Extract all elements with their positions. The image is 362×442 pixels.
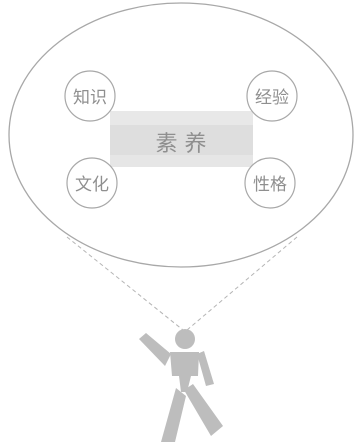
person-body xyxy=(170,352,199,392)
center-band xyxy=(110,111,253,167)
person-head xyxy=(175,329,195,349)
person-leg-left xyxy=(161,388,186,442)
item-circle-knowledge xyxy=(64,70,116,122)
item-circle-experience xyxy=(246,70,298,122)
projection-line-right xyxy=(186,236,298,331)
person-leg-right xyxy=(184,384,223,436)
item-label-experience: 经验 xyxy=(255,88,289,108)
item-label-character: 性格 xyxy=(253,175,287,195)
person-figure xyxy=(139,329,223,442)
item-label-knowledge: 知识 xyxy=(73,88,107,108)
item-circle-character xyxy=(244,157,296,209)
person-arm-left xyxy=(139,333,171,366)
item-label-culture: 文化 xyxy=(75,175,109,195)
person-arm-right xyxy=(197,351,214,386)
outer-ellipse xyxy=(8,2,354,268)
projection-line-left xyxy=(66,236,184,331)
center-label: 素 养 xyxy=(156,132,207,157)
item-circle-culture xyxy=(66,157,118,209)
